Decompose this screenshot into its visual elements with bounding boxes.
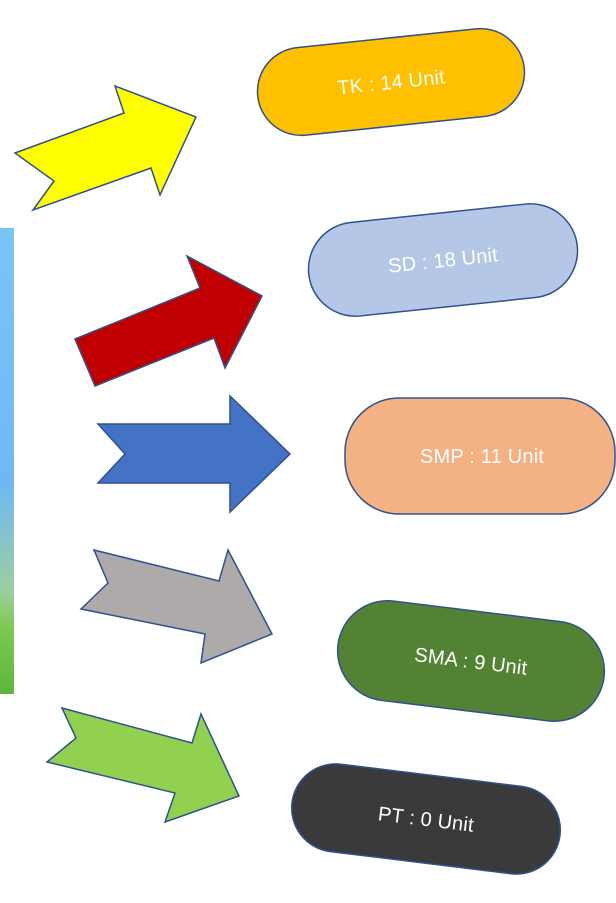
arrow-4-grey: [79, 548, 274, 665]
pill-sma-shape: [336, 600, 606, 722]
pill-sma: SMA : 9 Unit: [336, 600, 606, 722]
pill-pt: PT : 0 Unit: [290, 763, 562, 875]
pill-smp-label: SMP : 11 Unit: [420, 446, 544, 468]
arrows-group: [13, 84, 292, 824]
pill-smp: SMP : 11 Unit: [344, 397, 616, 515]
arrow-1-yellow: [13, 84, 198, 212]
arrow-2-red: [74, 254, 264, 387]
pills-group: TK : 14 Unit SD : 18 Unit SMP : 11 Unit …: [256, 27, 616, 875]
arrow-5-green: [45, 706, 241, 824]
pill-pt-shape: [290, 763, 562, 875]
pill-smp-shape: [344, 397, 616, 515]
pill-sd-shape: [307, 203, 579, 317]
landscape-image: [0, 228, 14, 694]
arrow-3-blue: [96, 394, 292, 514]
pill-tk: TK : 14 Unit: [256, 27, 526, 137]
pill-sd: SD : 18 Unit: [307, 203, 579, 317]
pill-tk-shape: [256, 27, 526, 137]
landscape-sky: [0, 228, 14, 694]
